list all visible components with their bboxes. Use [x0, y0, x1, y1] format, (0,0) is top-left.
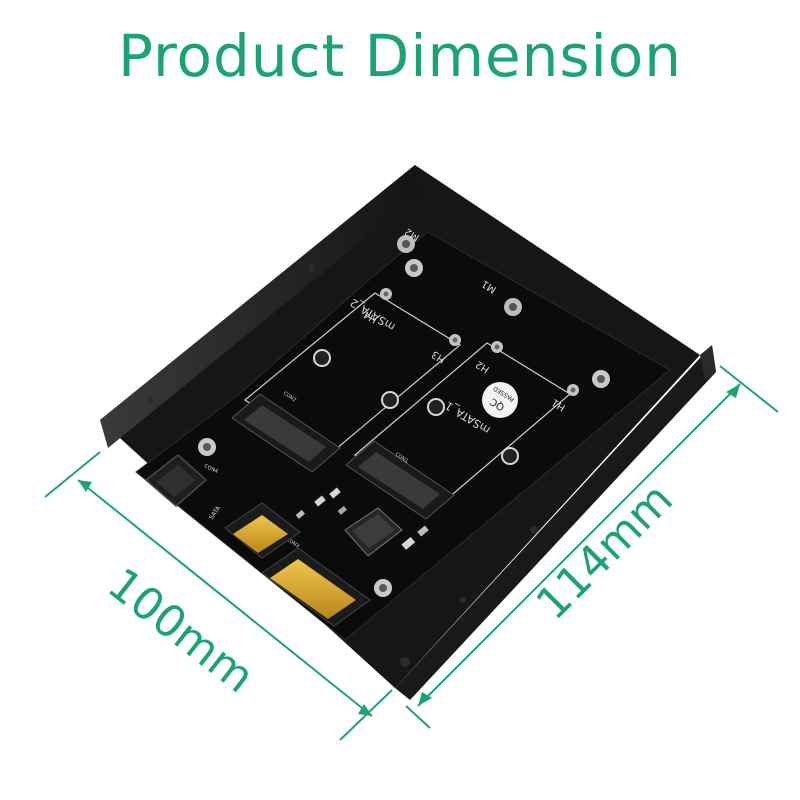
- standoff-h3: [449, 334, 461, 346]
- label-con4: CON4: [203, 463, 219, 475]
- smd-components: [295, 487, 429, 550]
- standoff-h4: [380, 288, 392, 300]
- voltage-regulator: [344, 507, 403, 557]
- screw-right: [592, 370, 610, 388]
- msata-connector-1: [345, 440, 455, 520]
- bracket-left-rail: [100, 165, 418, 448]
- screw-top: [405, 259, 423, 277]
- standoff-h1: [567, 384, 579, 396]
- width-label: 100mm: [98, 558, 263, 703]
- sata-power-connector: [224, 502, 301, 559]
- sata-socket: [144, 454, 208, 507]
- standoff-h2: [491, 341, 503, 353]
- board-holes: [313, 349, 519, 465]
- screw-m2: [397, 235, 415, 253]
- msata-connector-2: [231, 393, 341, 473]
- screws: [198, 235, 610, 597]
- sata-data-connector: [261, 547, 371, 627]
- screw-bottom: [374, 579, 392, 597]
- page-title: Product Dimension: [118, 22, 682, 90]
- screw-m1: [504, 298, 522, 316]
- bracket-right-rail: [395, 345, 716, 700]
- qc-passed-sticker: QC PASSED: [482, 382, 518, 418]
- screw-left: [198, 438, 216, 456]
